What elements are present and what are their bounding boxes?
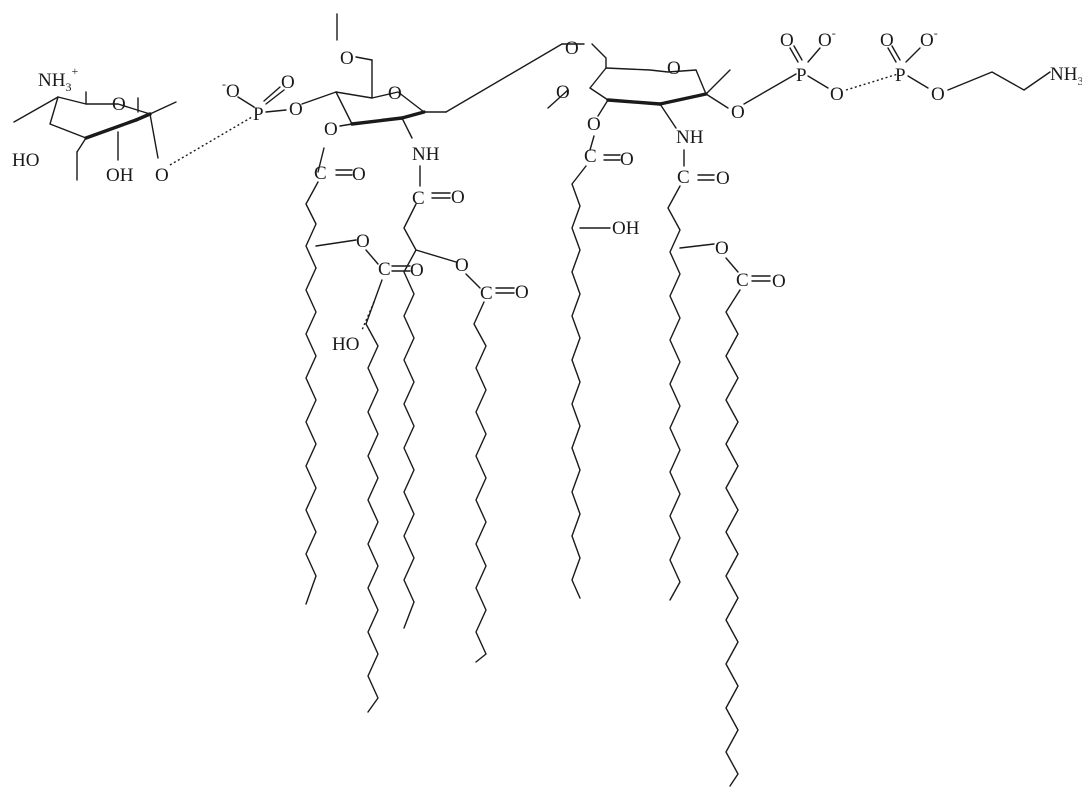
ethanolamine-amine-label: NH3: [1050, 64, 1082, 88]
anomeric-oxygen-label: O: [731, 102, 745, 123]
carbonyl-carbon-label: C: [378, 259, 391, 280]
carbonyl-carbon-label: C: [584, 146, 597, 167]
phosphate-oxygen-label: O: [880, 30, 894, 51]
carbonyl-oxygen-label: O: [451, 187, 465, 208]
pyrophosphate-group: [743, 45, 1051, 105]
acyl-chain-1: [305, 147, 357, 605]
phosphate-oxygen-label: O: [281, 72, 295, 93]
hydroxyl-label: HO: [332, 334, 359, 355]
carbonyl-carbon-label: C: [314, 163, 327, 184]
glycosidic-oxygen-label: O: [155, 165, 169, 186]
glucosamine-ring-1: [301, 13, 563, 139]
phosphorus-label: P: [253, 104, 264, 125]
ester-oxygen-label: O: [455, 255, 469, 276]
hydroxyl-label: OH: [106, 165, 134, 186]
phosphate-group: [237, 86, 287, 113]
ring-oxygen-label: O: [388, 83, 402, 104]
phosphate-oxygen-label: O: [780, 30, 794, 51]
amino-sugar-ring: [13, 91, 177, 181]
carbonyl-oxygen-label: O: [352, 164, 366, 185]
bridging-oxygen-label: O: [830, 84, 844, 105]
carbonyl-oxygen-label: O: [716, 168, 730, 189]
carbonyl-oxygen-label: O: [620, 149, 634, 170]
glycosidic-linkage: [169, 116, 253, 166]
ester-oxygen-label: O: [715, 238, 729, 259]
ring-oxygen-label: O: [340, 48, 354, 69]
acyl-chain-2: [403, 165, 457, 629]
carbonyl-carbon-label: C: [736, 270, 749, 291]
amide-nh-label: NH: [412, 144, 440, 165]
amide-nh-label: NH: [676, 127, 704, 148]
ester-oxygen-label: O: [324, 119, 338, 140]
hydroxyl-label: OH: [612, 218, 640, 239]
phosphorus-label: P: [895, 65, 906, 86]
carbonyl-carbon-label: C: [412, 188, 425, 209]
acyloxy-chain-4: [725, 257, 771, 787]
phosphate-oxygen-label: O: [289, 99, 303, 120]
hydroxyl-label: HO: [12, 150, 39, 171]
phosphate-oxygen-label: O-: [920, 26, 938, 51]
acyl-chain-3: [571, 135, 621, 599]
linkage-oxygen-label: O: [565, 38, 579, 59]
ammonium-label: NH3+: [38, 64, 78, 94]
methoxy-oxygen-label: O: [556, 82, 570, 103]
ester-oxygen-label: O: [931, 84, 945, 105]
ring-oxygen-label: O: [667, 58, 681, 79]
ester-oxygen-label: O: [356, 231, 370, 252]
carbonyl-oxygen-label: O: [515, 282, 529, 303]
carbonyl-oxygen-label: O: [410, 260, 424, 281]
acyloxy-chain-2: [465, 273, 515, 663]
phosphate-oxygen-label: O-: [818, 26, 836, 51]
acyl-chain-4: [667, 149, 715, 601]
ring-oxygen-label: O: [112, 94, 126, 115]
carbonyl-carbon-label: C: [677, 167, 690, 188]
carbonyl-carbon-label: C: [480, 283, 493, 304]
carbonyl-oxygen-label: O: [772, 271, 786, 292]
phosphorus-label: P: [796, 65, 807, 86]
glucosamine-ring-2: [547, 43, 731, 129]
ester-oxygen-label: O: [587, 114, 601, 135]
acyloxy-chain-1: [361, 249, 411, 713]
phosphate-oxygen-label: -O: [222, 77, 240, 102]
